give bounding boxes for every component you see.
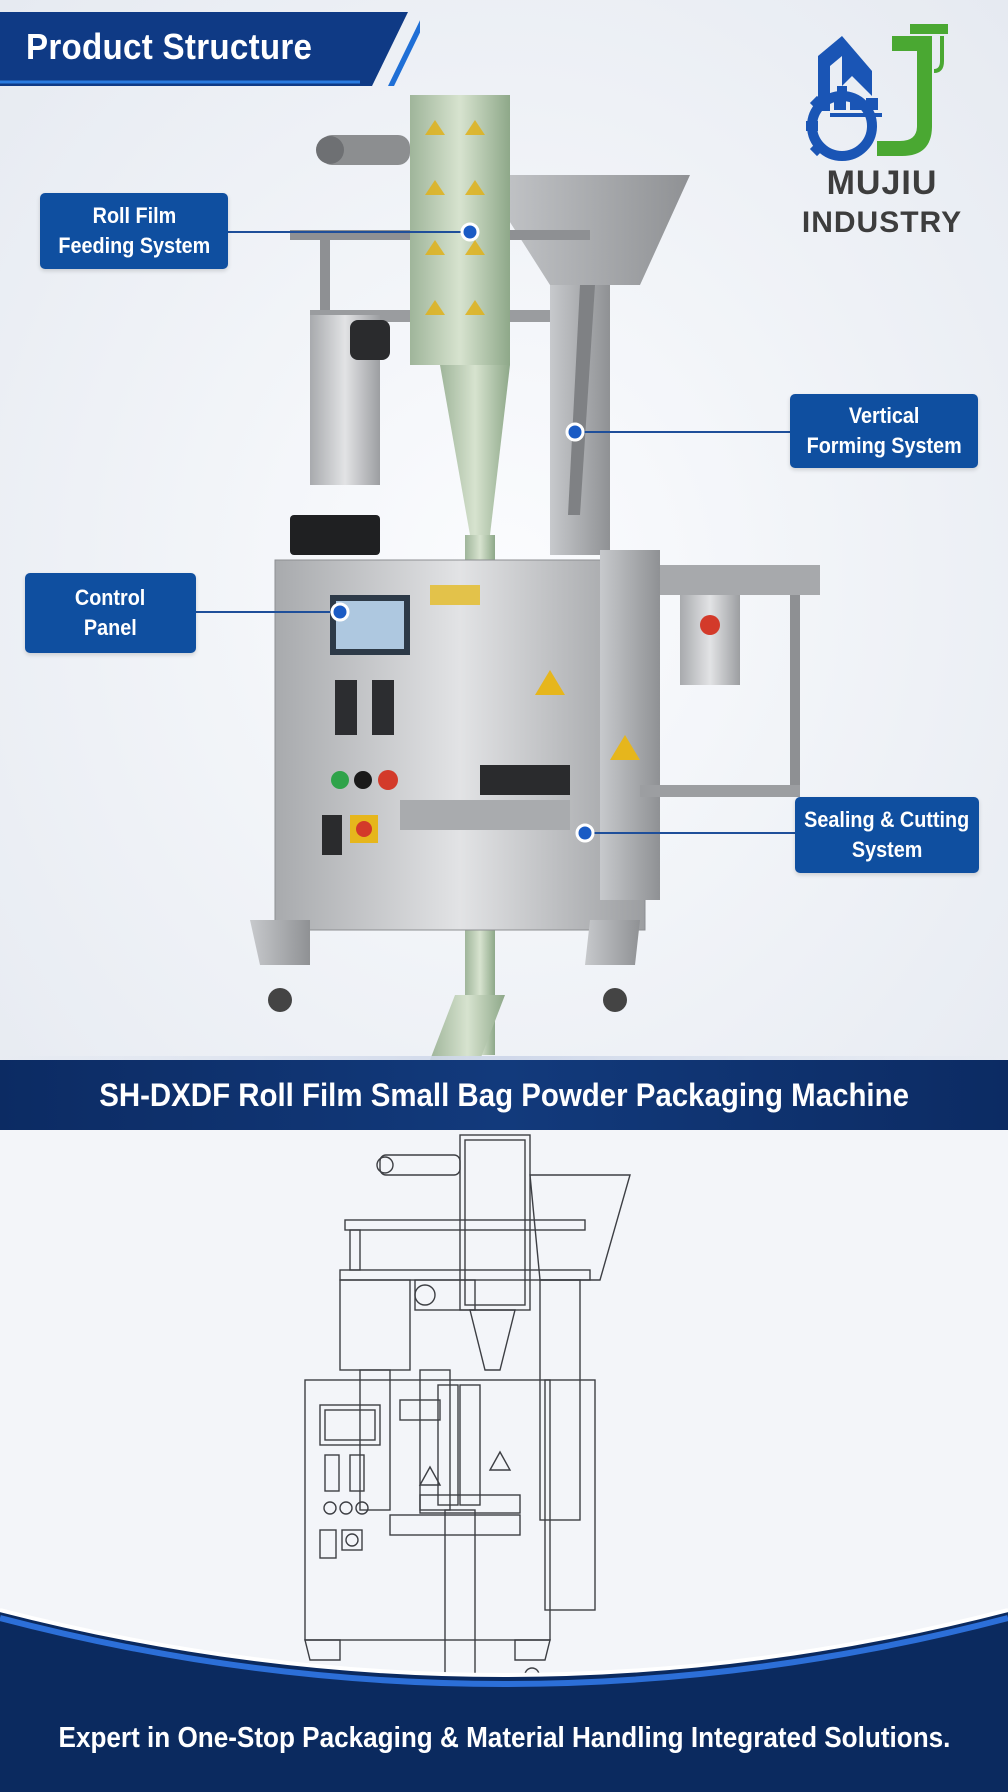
machine-photo bbox=[250, 95, 820, 1060]
callout-roll-film-feeding-system: Roll Film Feeding System bbox=[40, 193, 228, 269]
callout-line: Panel bbox=[84, 615, 137, 640]
machine-line-drawing bbox=[304, 1134, 631, 1683]
product-title: SH-DXDF Roll Film Small Bag Powder Packa… bbox=[99, 1077, 909, 1113]
callout-line: System bbox=[851, 837, 923, 862]
footer-tagline-text: Expert in One-Stop Packaging & Material … bbox=[58, 1722, 950, 1754]
callout-line: Sealing & Cutting bbox=[804, 807, 970, 832]
callout-control-panel: Control Panel bbox=[25, 573, 196, 653]
page-title: Product Structure bbox=[26, 26, 313, 67]
callout-line: Control bbox=[75, 585, 146, 610]
logo-mark-icon bbox=[806, 24, 948, 161]
callout-line: Forming System bbox=[806, 433, 962, 458]
product-title-banner: SH-DXDF Roll Film Small Bag Powder Packa… bbox=[0, 1060, 1008, 1130]
callout-line: Feeding System bbox=[58, 233, 210, 258]
company-logo: MUJIU INDUSTRY bbox=[782, 16, 982, 246]
section-header: Product Structure bbox=[0, 12, 420, 86]
header-ribbon-shape bbox=[0, 12, 420, 86]
footer-tagline: Expert in One-Stop Packaging & Material … bbox=[0, 1718, 1008, 1758]
callout-vertical-forming-system: Vertical Forming System bbox=[790, 394, 978, 468]
callout-sealing-cutting-system: Sealing & Cutting System bbox=[795, 797, 979, 873]
logo-text-line1: MUJIU bbox=[826, 164, 938, 202]
banner-divider bbox=[0, 1056, 1008, 1060]
footer-wave bbox=[0, 1608, 1008, 1792]
callout-line: Roll Film bbox=[92, 203, 176, 228]
logo-text-line2: INDUSTRY bbox=[801, 206, 963, 239]
callout-line: Vertical bbox=[848, 403, 920, 428]
